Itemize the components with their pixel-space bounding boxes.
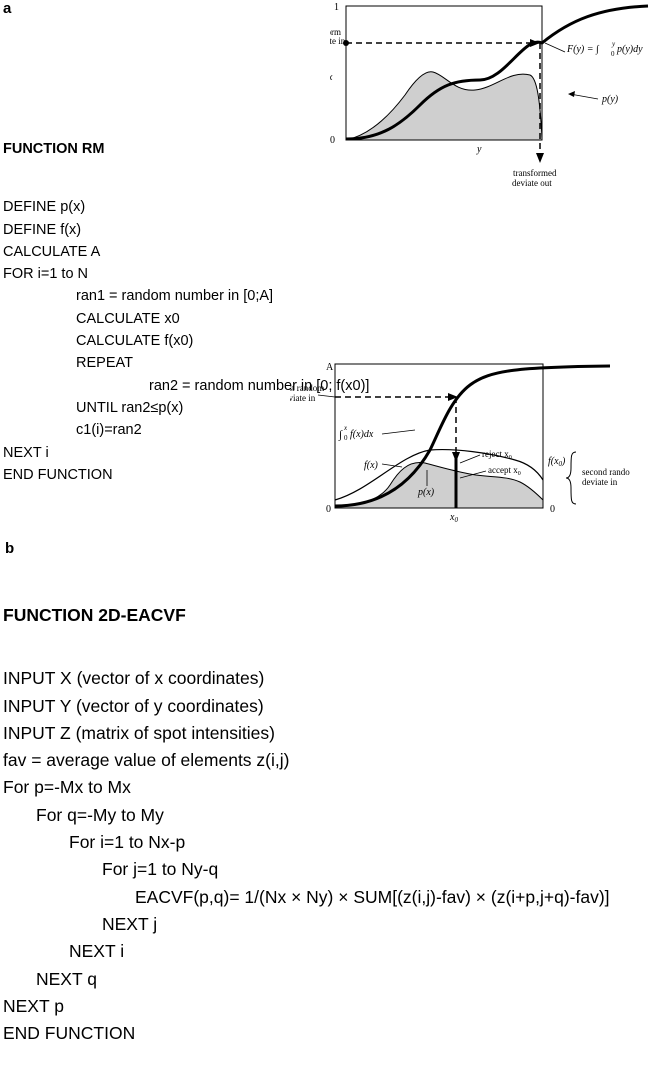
code-line: FOR i=1 to N <box>3 266 89 283</box>
rejection-method-diagram: A 0 0 first random deviate in ∫ x 0 f(x)… <box>290 362 630 524</box>
px-area <box>334 462 544 509</box>
code-line: UNTIL ran2≤p(x) <box>76 399 184 416</box>
eacvf-code-block: FUNCTION 2D-EACVF INPUT X (vector of x c… <box>3 566 610 1065</box>
code-line: DEFINE p(x) <box>3 199 86 216</box>
first-pointer <box>317 394 336 398</box>
code-line: REPEAT <box>76 355 133 372</box>
code-line: NEXT j <box>102 913 158 934</box>
y-axis-label-1: x <box>330 72 333 83</box>
x-axis-label-1: y <box>476 144 482 155</box>
cdf-limit-bottom: 0 <box>611 50 615 58</box>
eacvf-code-lines: INPUT X (vector of x coordinates) INPUT Y… <box>3 665 610 1047</box>
integral-bottom: 0 <box>344 434 348 442</box>
code-line: For q=-My to My <box>36 804 164 825</box>
y-bottom-tick-1: 0 <box>330 135 335 146</box>
first-arrowhead <box>448 393 458 401</box>
accept-label: accept x0 <box>488 465 521 477</box>
rm-code-block: FUNCTION RM DEFINE p(x) DEFINE f(x) CALCUL… <box>3 102 369 504</box>
cdf-pointer <box>544 42 566 53</box>
uniform-arrowhead <box>530 39 540 47</box>
code-line: INPUT X (vector of x coordinates) <box>3 668 265 689</box>
cdf-label: F(y) = ∫ <box>566 44 600 55</box>
uniform-label-2: deviate in <box>330 36 346 46</box>
transformed-arrowhead <box>536 153 544 163</box>
code-line: For i=1 to Nx-p <box>69 832 186 853</box>
second-label-2: deviate in <box>582 477 618 487</box>
accept-pointer <box>459 470 487 479</box>
code-line: CALCULATE A <box>3 243 101 260</box>
first-label-2: deviate in <box>290 393 316 403</box>
reject-label: reject x0 <box>482 449 512 461</box>
pdf-area <box>345 71 543 141</box>
cdf-curve <box>345 4 649 141</box>
code-line: NEXT i <box>3 444 49 461</box>
fx-pointer <box>381 463 403 468</box>
code-line: END FUNCTION <box>3 466 113 483</box>
code-line: c1(i)=ran2 <box>76 422 142 439</box>
code-line: EACVF(p,q)= 1/(Nx × Ny) × SUM[(z(i,j)-fa… <box>135 886 610 907</box>
cdf-integrand: p(y)dy <box>616 44 643 55</box>
code-line: INPUT Z (matrix of spot intensities) <box>3 722 275 743</box>
y-bottom-tick-2-left: 0 <box>326 504 331 515</box>
inverse-transform-diagram: 1 0 x y uniform deviate in transformed d… <box>330 2 649 188</box>
integral-pointer <box>381 429 416 435</box>
cdf-limit-top: y <box>611 40 616 48</box>
panel-b-label: b <box>5 540 15 557</box>
code-line: ran2 = random number in [0; f(x0)] <box>149 377 370 394</box>
reject-pointer <box>459 454 481 464</box>
y-top-tick-2: A <box>326 362 334 373</box>
code-line: ran1 = random number in [0;A] <box>76 288 274 305</box>
fx-label-left: f(x) <box>364 460 379 471</box>
code-line: END FUNCTION <box>3 1023 136 1044</box>
transformed-label-2: deviate out <box>512 178 552 188</box>
code-line: NEXT q <box>36 968 97 989</box>
code-line: DEFINE f(x) <box>3 221 82 238</box>
fx0-label: f(x0) <box>548 456 566 468</box>
code-line: CALCULATE f(x0) <box>76 333 194 350</box>
rm-code-title: FUNCTION RM <box>3 141 105 157</box>
pdf-pointer-head <box>568 91 575 97</box>
code-line: For j=1 to Ny-q <box>102 859 219 880</box>
x0-arrowhead <box>452 452 460 462</box>
pdf-label: p(y) <box>601 94 619 105</box>
code-line: INPUT Y (vector of y coordinates) <box>3 695 264 716</box>
px-label: p(x) <box>417 487 435 498</box>
integral-curve <box>334 364 611 508</box>
transformed-label-1: transformed <box>513 168 557 178</box>
code-line: NEXT i <box>69 941 125 962</box>
x0-axis-label: x0 <box>449 512 458 524</box>
code-line: CALCULATE x0 <box>76 310 180 327</box>
code-line: For p=-Mx to Mx <box>3 777 131 798</box>
fx-envelope <box>334 449 544 501</box>
integral-sign: ∫ <box>338 429 343 441</box>
second-brace <box>565 451 577 505</box>
code-line: fav = average value of elements z(i,j) <box>3 750 290 771</box>
code-line: NEXT p <box>3 995 64 1016</box>
uniform-label-1: uniform <box>330 27 341 37</box>
y-top-tick-1: 1 <box>334 2 339 13</box>
pdf-pointer <box>569 93 599 100</box>
eacvf-code-title: FUNCTION 2D-EACVF <box>3 605 186 625</box>
second-label-1: second random <box>582 467 630 477</box>
integral-top: x <box>343 424 348 432</box>
first-label-1: first random <box>290 383 324 393</box>
rm-code-lines: DEFINE p(x) DEFINE f(x) CALCULATE A FOR i=1… <box>3 196 369 486</box>
y-bottom-tick-2-right: 0 <box>550 504 555 515</box>
panel-a-label: a <box>3 0 12 17</box>
integral-integrand: f(x)dx <box>350 429 374 440</box>
